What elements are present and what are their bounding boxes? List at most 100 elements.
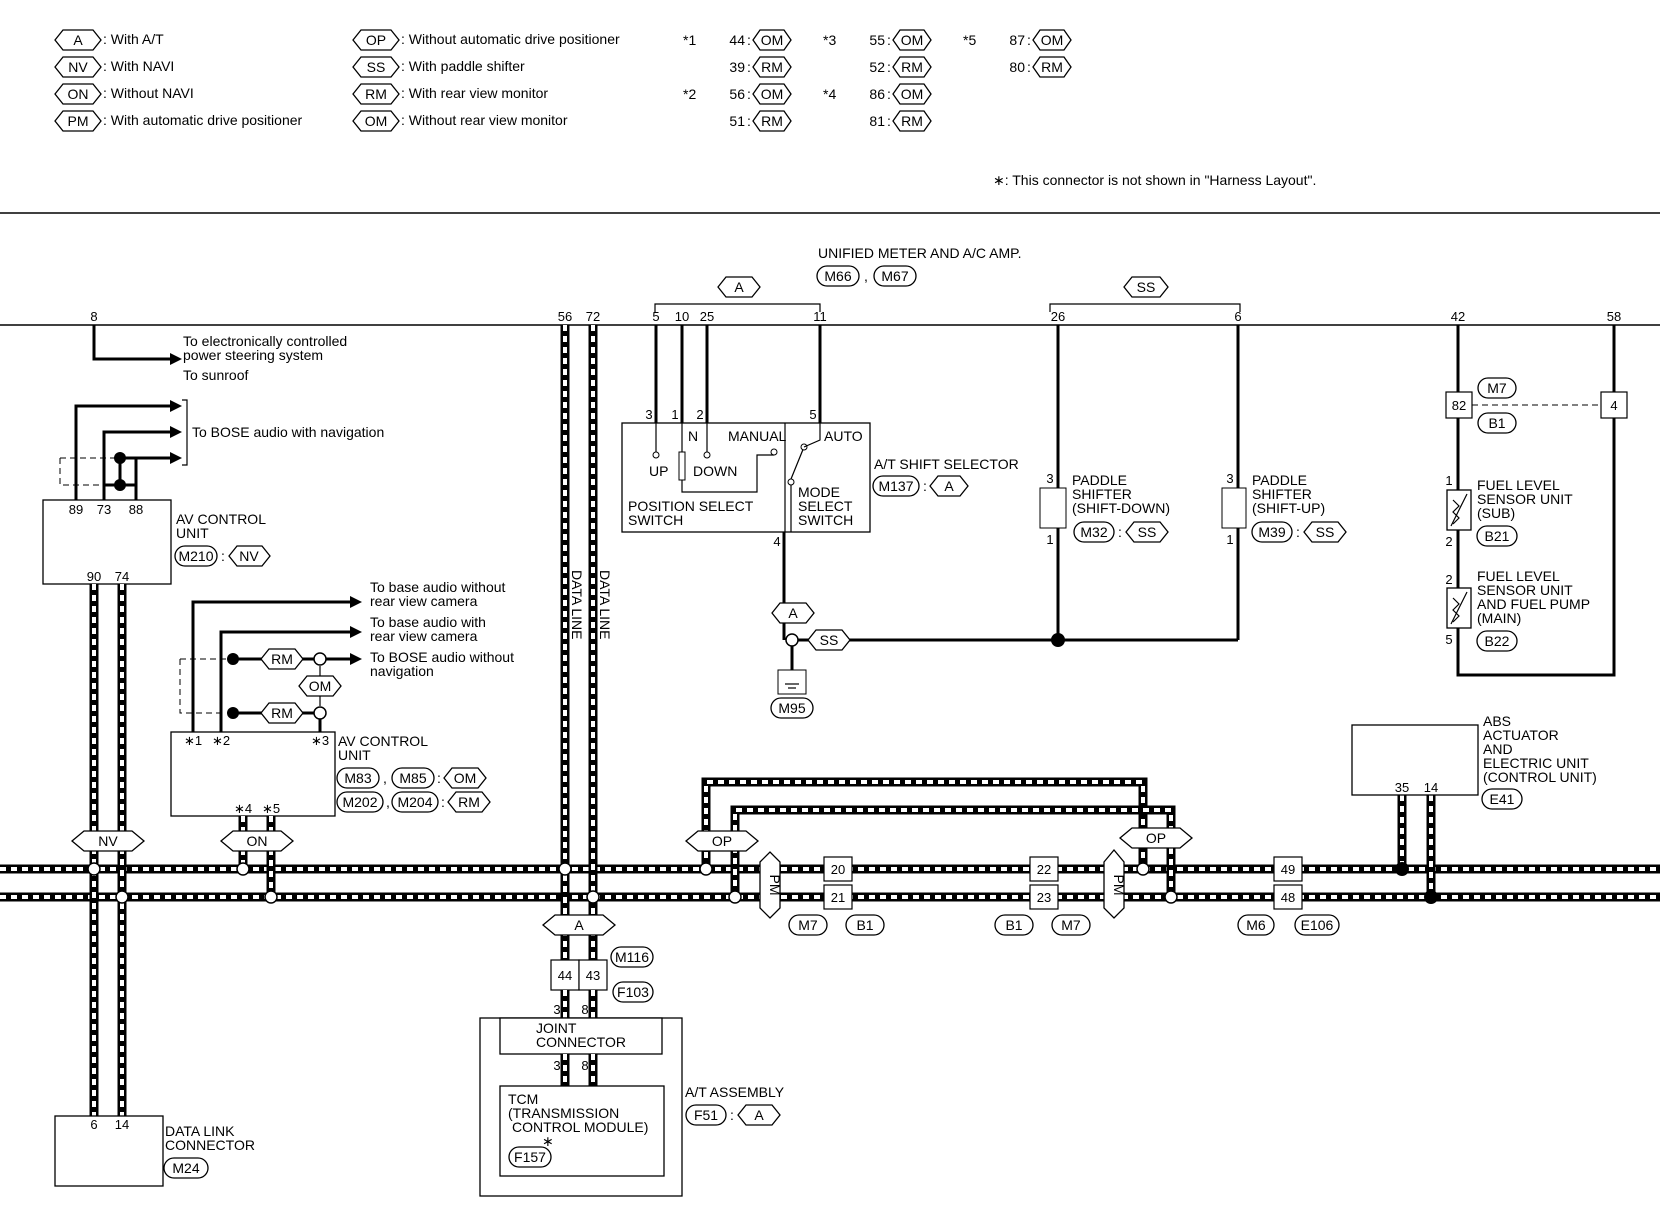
tcm-star: ∗ [542,1133,554,1149]
to-bose-nav-label: To BOSE audio with navigation [192,424,384,440]
abs-l3: AND [1483,741,1513,757]
fuel-level-circuit: 82 4 M7 B1 1 2 FUEL LEVEL SENSOR UNIT (S… [1445,325,1628,677]
selector-n: N [688,428,698,444]
legend-star-pin: 44 [729,32,745,48]
data-line-label-2: DATA LINE [597,570,613,640]
legend-code-rm: RM [365,86,387,102]
svg-text::: : [887,32,891,48]
joint-title-1: JOINT [536,1020,577,1036]
legend-star-code: RM [901,113,923,129]
abs-l2: ACTUATOR [1483,727,1559,743]
data-link-connector: 6 14 DATA LINK CONNECTOR M24 [54,1115,255,1187]
av1-pin: 88 [129,502,143,517]
legend-text-op: : Without automatic drive positioner [401,31,620,47]
to-base-w-cam-1: To base audio with [370,614,486,630]
selector-ss-code: SS [820,632,839,648]
selector-pin: 1 [671,407,678,422]
legend-star-pin: 51 [729,113,745,129]
meter-conn-2: M67 [881,268,908,284]
legend-code-a: A [73,32,83,48]
joint-title-2: CONNECTOR [536,1034,626,1050]
tcm-assembly: A 44 43 M116 F103 3 8 JOINT CONNECTOR 3 … [479,914,785,1197]
selector-pin: 3 [645,407,652,422]
paddle-shifter-down: 3 1 PADDLE SHIFTER (SHIFT-DOWN) M32 : SS [1039,325,1170,647]
meter-pin: 10 [675,309,689,324]
meter-pin: 58 [1607,309,1621,324]
abs-pin: 35 [1395,780,1409,795]
tcm-conn-m: M116 [615,949,649,965]
legend-note: ∗: This connector is not shown in "Harne… [993,172,1316,188]
paddle-down-pin: 3 [1046,471,1053,486]
legend-star-code: RM [761,59,783,75]
av1-pin: 73 [97,502,111,517]
meter-pin: 25 [700,309,714,324]
fuel-sub-pin: 1 [1445,473,1452,488]
paddle-up-l3: (SHIFT-UP) [1252,500,1325,516]
to-base-w-cam-2: rear view camera [370,628,478,644]
av2-code: RM [458,794,480,810]
paddle-down-l1: PADDLE [1072,472,1127,488]
asm-title: A/T ASSEMBLY [685,1084,785,1100]
legend: A : With A/T NV : With NAVI ON : Without… [54,29,1316,188]
legend-star-code: RM [1041,59,1063,75]
paddle-up-l2: SHIFTER [1252,486,1312,502]
legend-star-pin: 81 [869,113,885,129]
legend-text-ss: : With paddle shifter [401,58,525,74]
legend-text-rm: : With rear view monitor [401,85,548,101]
av2-conn: M85 [399,770,426,786]
to-base-wo-cam-1: To base audio without [370,579,506,595]
selector-up: UP [649,463,668,479]
av-control-unit-2: ∗1 ∗2 ∗3 ∗4 ∗5 AV CONTROL UNIT M83 , M85… [170,579,514,817]
junction-conn: B1 [1005,917,1022,933]
meter-pin: 5 [652,309,659,324]
legend-star-label: *1 [683,32,696,48]
legend-star-code: OM [901,86,924,102]
tcm-conn-f: F103 [617,984,649,1000]
legend-star-pin: 52 [869,59,885,75]
fuel-sub-l2: SENSOR UNIT [1477,491,1573,507]
av2-conn: M204 [397,794,432,810]
dlc-title-2: CONNECTOR [165,1137,255,1153]
av1-pin: 89 [69,502,83,517]
selector-conn: M137 [878,478,913,494]
dlc-conn: M24 [172,1160,199,1176]
abs-l5: (CONTROL UNIT) [1483,769,1597,785]
to-bose-wo-nav-1: To BOSE audio without [370,649,514,665]
av2-conn: M83 [344,770,371,786]
tcm-jp: 8 [581,1058,588,1073]
svg-text::: : [1027,32,1031,48]
selector-manual: MANUAL [728,428,787,444]
svg-text::: : [1118,524,1122,540]
meter-conn-1: M66 [824,268,851,284]
selector-code: A [944,478,954,494]
rm-code: RM [271,651,293,667]
legend-text-a: : With A/T [103,31,164,47]
legend-star-label: *4 [823,86,836,102]
meter-pin: 42 [1451,309,1465,324]
svg-text::: : [1027,59,1031,75]
svg-text::: : [441,794,445,810]
fuel-m7: M7 [1487,380,1507,396]
legend-code-nv: NV [68,59,88,75]
fuel-main-l2: SENSOR UNIT [1477,582,1573,598]
av2-pin: ∗3 [311,733,329,748]
rm-code: RM [271,705,293,721]
group-ss-brace [1049,303,1241,312]
to-base-wo-cam-2: rear view camera [370,593,478,609]
legend-star-1: *1 44 : OM 39 : RM [683,29,792,78]
svg-text::: : [923,478,927,494]
unified-meter: UNIFIED METER AND A/C AMP. M66 , M67 A S… [0,245,1660,326]
av1-title-1: AV CONTROL [176,511,266,527]
legend-text-pm: : With automatic drive positioner [103,112,303,128]
tcm-a-code: A [574,917,584,933]
data-line-label-1: DATA LINE [569,570,585,640]
av2-conn: M202 [342,794,377,810]
selector-mode-2: SELECT [798,498,853,514]
legend-text-on: : Without NAVI [103,85,194,101]
av1-title-2: UNIT [176,525,209,541]
tcm-pin: 43 [586,968,600,983]
legend-code-pm: PM [68,113,89,129]
svg-text::: : [730,1107,734,1123]
abs-pin: 14 [1424,780,1438,795]
